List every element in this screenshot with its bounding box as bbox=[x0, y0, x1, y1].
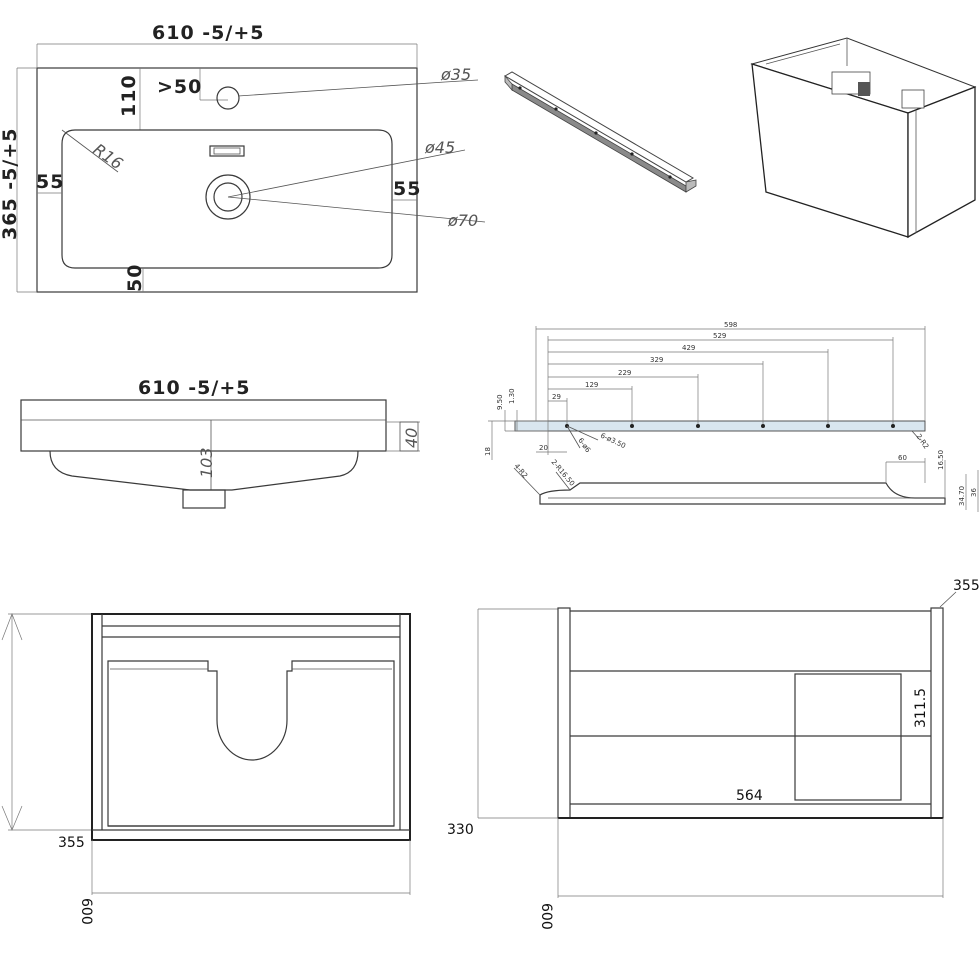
cabinet-3d bbox=[750, 37, 977, 239]
rail-right-dim-36: 36 bbox=[970, 488, 978, 497]
rail-hole-spec-label: 6-ø3.50 bbox=[599, 432, 627, 451]
side-bowl-depth-label: 103 bbox=[197, 447, 216, 478]
basin-top-depth-label: 365 -5/+5 bbox=[0, 128, 21, 240]
rail-left-dim-18: 18 bbox=[484, 447, 492, 456]
side-width-label: 610 -5/+5 bbox=[138, 377, 250, 399]
tap-top-margin-label: 110 bbox=[118, 74, 140, 117]
tap-hole bbox=[216, 86, 240, 110]
rail-start-offset-label: 20 bbox=[539, 444, 548, 452]
basin-bowl-outline bbox=[61, 129, 393, 269]
rail-span-429: 429 bbox=[682, 344, 695, 352]
cabinet-front-depth-label: 355 bbox=[58, 835, 85, 851]
rail-notch-height-label: 16.50 bbox=[937, 450, 945, 470]
right-margin-label: 55 bbox=[393, 178, 421, 200]
cabinet-front-view: 355 600 bbox=[1, 613, 411, 925]
cabinet-front-width-label: 600 bbox=[78, 898, 94, 925]
rail-end-spec-label: 2-R2 bbox=[914, 433, 930, 451]
rail-overall-label: 598 bbox=[724, 321, 737, 329]
basin-top-width-label: 610 -5/+5 bbox=[152, 22, 264, 44]
cabinet-right-panel bbox=[930, 607, 944, 819]
overflow-slot bbox=[209, 145, 245, 157]
cabinet-inner-width-overall-label: 600 bbox=[538, 903, 554, 930]
rail-left-dim-9-50: 9.50 bbox=[496, 394, 504, 410]
rail-lower-profile bbox=[539, 482, 946, 505]
rail-lower-left-radius2: 2-R16.50 bbox=[549, 458, 576, 488]
side-drain bbox=[182, 489, 226, 509]
drain-outer bbox=[205, 174, 251, 220]
cabinet-inner-height-label: 311.5 bbox=[913, 688, 929, 728]
tap-hole-diameter-label: ø35 bbox=[440, 65, 471, 84]
rail-left-dim-1-30: 1.30 bbox=[508, 388, 516, 404]
rail-upper-body bbox=[514, 420, 926, 432]
drain-diameter-label: ø45 bbox=[424, 138, 455, 157]
rail-dimension-drawing: 598 529 429 329 229 129 29 9.50 1.30 18 … bbox=[484, 321, 979, 512]
rail-span-29: 29 bbox=[552, 393, 561, 401]
basin-side-view: 610 -5/+5 103 40 bbox=[20, 377, 421, 509]
tap-offset-label: >50 bbox=[157, 76, 202, 98]
cabinet-inner-width-label: 564 bbox=[736, 788, 763, 804]
cabinet-inner-view: 311.5 564 355 330 600 bbox=[447, 578, 980, 930]
basin-outline bbox=[36, 67, 418, 293]
bowl-diameter-label: ø70 bbox=[447, 211, 478, 230]
rail-span-229: 229 bbox=[618, 369, 631, 377]
basin-top-view: 610 -5/+5 365 -5/+5 110 >50 ø35 R16 ø45 … bbox=[0, 22, 486, 293]
rail-right-dim-34-70: 34.70 bbox=[958, 486, 966, 506]
rail-lower-left-radius: 4-R2 bbox=[512, 462, 529, 480]
cabinet-drawer-cutout bbox=[107, 660, 395, 827]
rail-notch-width-label: 60 bbox=[898, 454, 907, 462]
bottom-margin-label: 50 bbox=[124, 264, 146, 292]
cabinet-left-panel bbox=[557, 607, 571, 819]
cabinet-inner-depth-label: 355 bbox=[953, 578, 980, 594]
rail-span-529: 529 bbox=[713, 332, 726, 340]
bowl-radius-label: R16 bbox=[90, 140, 127, 174]
cabinet-front-body bbox=[91, 613, 411, 841]
rail-span-329: 329 bbox=[650, 356, 663, 364]
left-margin-label: 55 bbox=[36, 171, 64, 193]
side-rim-height-label: 40 bbox=[402, 428, 421, 448]
cabinet-inner-overall-height-label: 330 bbox=[447, 822, 474, 838]
rail-span-129: 129 bbox=[585, 381, 598, 389]
mounting-rail-3d bbox=[504, 71, 697, 193]
side-rim bbox=[20, 399, 387, 452]
drain-inner bbox=[213, 182, 243, 212]
cabinet-inner-box bbox=[794, 673, 902, 801]
